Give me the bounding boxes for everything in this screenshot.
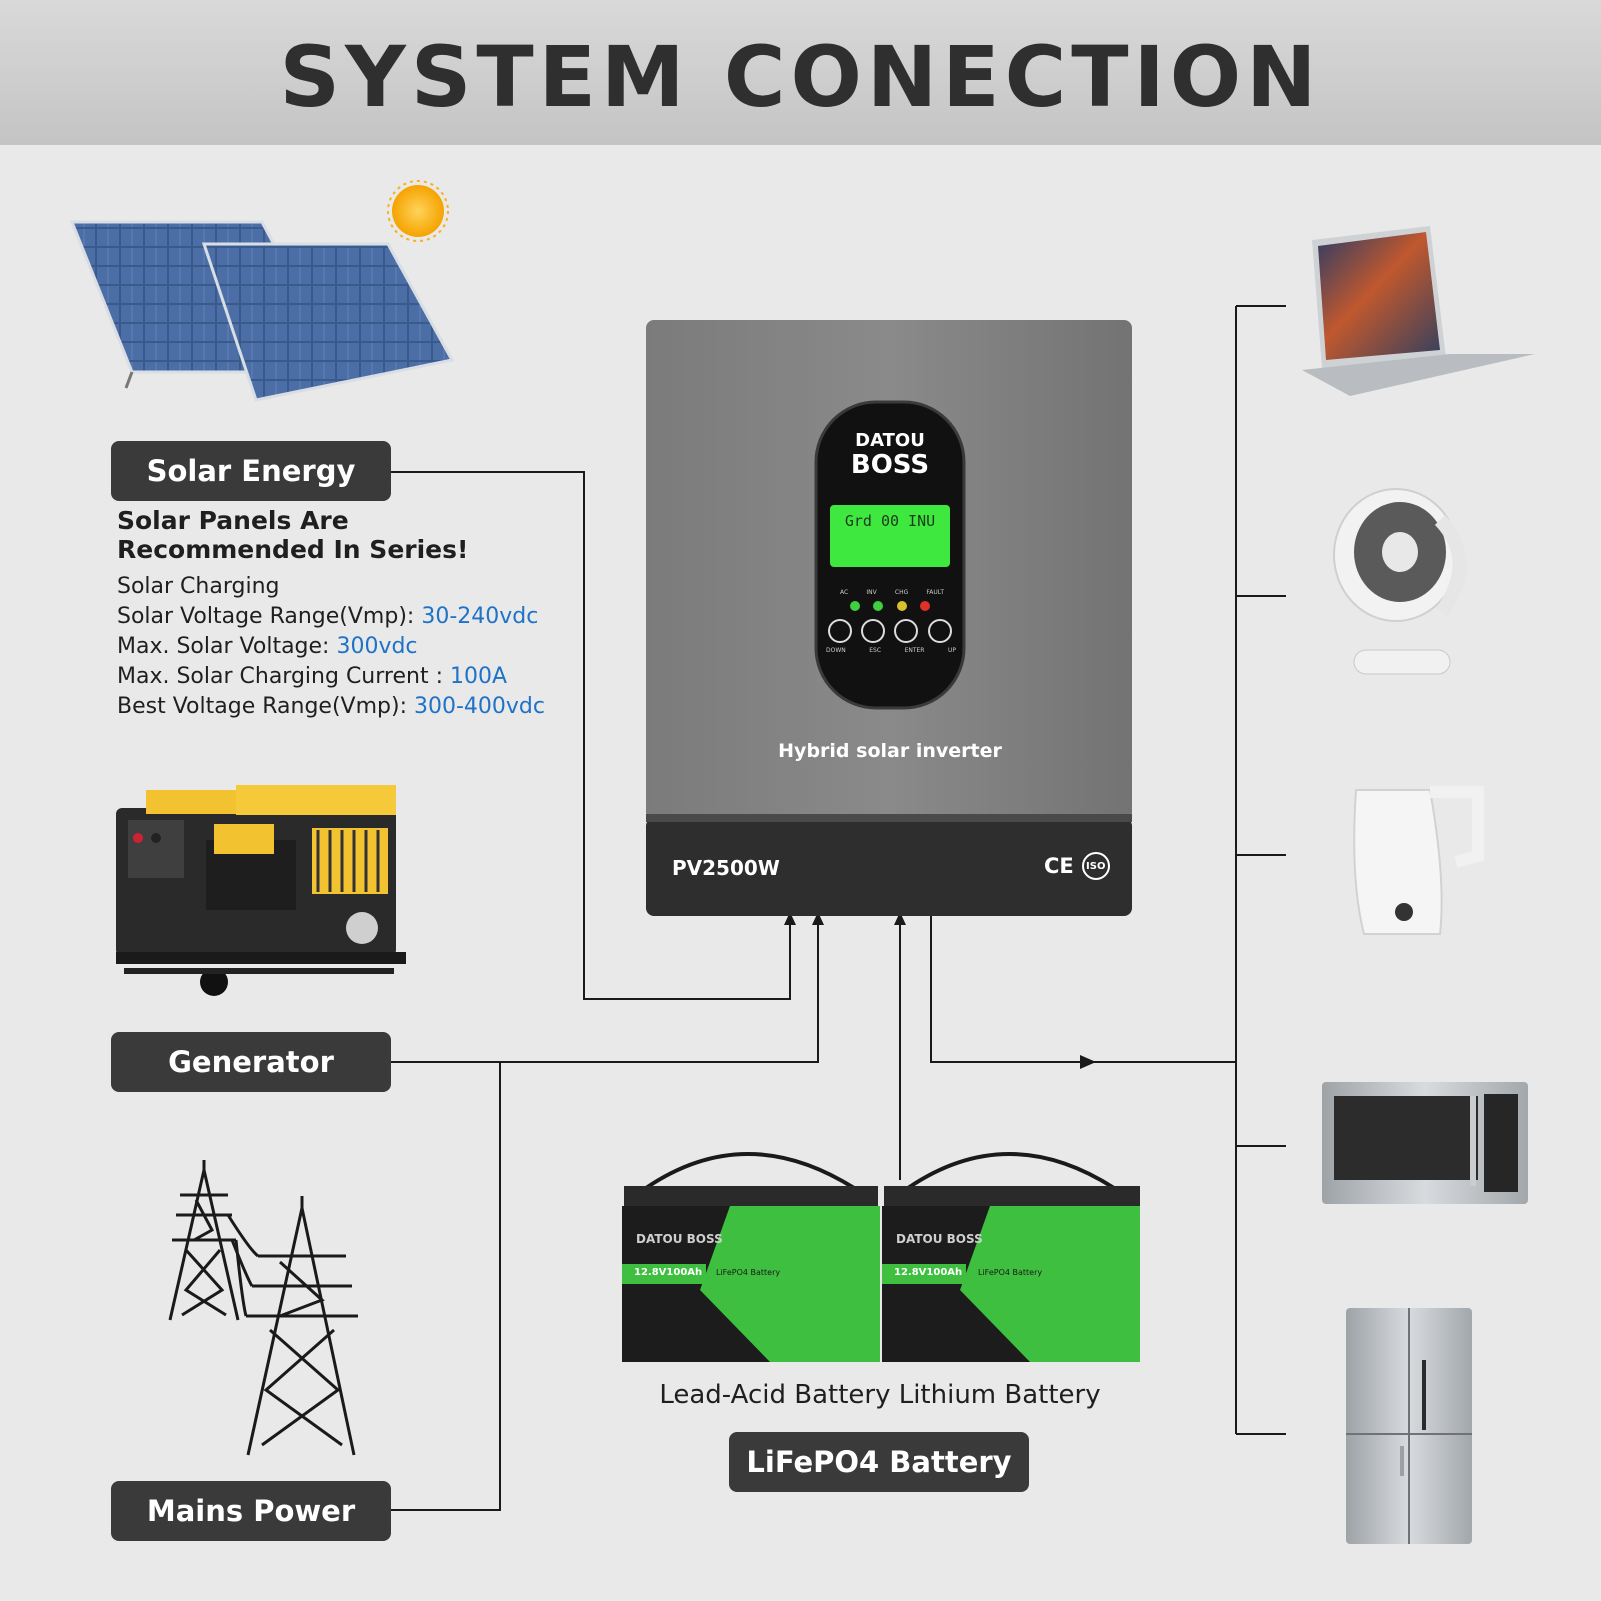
wire-arrows bbox=[784, 912, 1096, 1069]
battery-type: LiFePO4 Battery bbox=[716, 1268, 781, 1277]
button-enter-label: ENTER bbox=[904, 647, 925, 654]
spec-label: Max. Solar Voltage: bbox=[117, 634, 337, 659]
status-leds bbox=[850, 601, 930, 611]
refrigerator-icon bbox=[1346, 1308, 1472, 1544]
button-down-label: DOWN bbox=[826, 647, 846, 654]
fan-icon bbox=[1333, 488, 1467, 675]
generator-wire bbox=[391, 920, 819, 1063]
mains-wire bbox=[391, 1062, 501, 1511]
spec-line: Max. Solar Charging Current : 100A bbox=[117, 662, 547, 692]
button-up-label: UP bbox=[947, 647, 956, 654]
battery-caption: Lead-Acid Battery Lithium Battery bbox=[659, 1380, 1101, 1410]
brand-line2: BOSS bbox=[850, 450, 930, 480]
button-labels: DOWN ESC ENTER UP bbox=[826, 647, 956, 654]
spec-label: Best Voltage Range(Vmp): bbox=[117, 694, 414, 719]
connection-lines bbox=[391, 305, 1286, 1511]
control-buttons bbox=[828, 619, 952, 643]
inverter-device bbox=[646, 320, 1132, 916]
certifications: CE ISO bbox=[1044, 852, 1110, 880]
page-title: SYSTEM CONECTION bbox=[279, 28, 1322, 126]
kettle-icon bbox=[1353, 786, 1484, 935]
lifepo4-battery-label: LiFePO4 Battery bbox=[729, 1432, 1029, 1492]
spec-label: Solar Voltage Range(Vmp): bbox=[117, 604, 422, 629]
mains-power-label: Mains Power bbox=[111, 1481, 391, 1541]
ce-mark: CE bbox=[1044, 854, 1074, 878]
generator-label: Generator bbox=[111, 1032, 391, 1092]
header-banner: SYSTEM CONECTION bbox=[0, 0, 1601, 145]
brand-line1: DATOU bbox=[855, 430, 925, 451]
solar-panel-icon bbox=[201, 242, 455, 402]
spec-value: 30-240vdc bbox=[421, 604, 539, 629]
spec-line: Solar Voltage Range(Vmp): 30-240vdc bbox=[117, 602, 547, 632]
arrow-up-icon bbox=[784, 912, 796, 925]
spec-line: Solar Charging bbox=[117, 572, 547, 602]
output-wire bbox=[930, 915, 1236, 1063]
solar-wire bbox=[391, 471, 791, 1000]
battery-rating: 12.8V100Ah bbox=[634, 1267, 703, 1278]
arrow-right-icon bbox=[1080, 1055, 1096, 1069]
inverter-model: PV2500W bbox=[672, 856, 780, 880]
spec-value: 300vdc bbox=[336, 634, 418, 659]
microwave-icon bbox=[1322, 1082, 1528, 1204]
battery-icon bbox=[622, 1152, 880, 1362]
arrow-up-icon bbox=[812, 912, 824, 925]
led-label: CHG bbox=[894, 589, 909, 596]
spec-label: Max. Solar Charging Current : bbox=[117, 664, 450, 689]
power-pylon-icon bbox=[168, 1160, 240, 1321]
spec-value: 300-400vdc bbox=[413, 694, 545, 719]
solar-specs: Solar Panels Are Recommended In Series! … bbox=[117, 506, 547, 722]
battery-rating: 12.8V100Ah bbox=[894, 1267, 963, 1278]
inverter-brand: DATOU BOSS bbox=[816, 430, 964, 478]
battery-icon bbox=[882, 1152, 1140, 1362]
spec-value: 100A bbox=[449, 664, 508, 689]
battery-brand: DATOU BOSS bbox=[636, 1232, 723, 1246]
iso-mark: ISO bbox=[1081, 852, 1110, 880]
power-pylon-icon bbox=[226, 1196, 358, 1456]
led-label: FAULT bbox=[926, 589, 944, 596]
spec-label: Solar Charging bbox=[117, 574, 280, 599]
arrow-up-icon bbox=[894, 912, 906, 925]
lcd-display: Grd 00 INU bbox=[844, 512, 936, 530]
button-esc-label: ESC bbox=[869, 647, 882, 654]
spec-line: Best Voltage Range(Vmp): 300-400vdc bbox=[117, 692, 547, 722]
generator-icon bbox=[116, 785, 406, 996]
inverter-subtitle: Hybrid solar inverter bbox=[778, 740, 1002, 762]
solar-energy-label: Solar Energy bbox=[111, 441, 391, 501]
battery-brand: DATOU BOSS bbox=[896, 1232, 983, 1246]
spec-line: Max. Solar Voltage: 300vdc bbox=[117, 632, 547, 662]
solar-headline: Solar Panels Are Recommended In Series! bbox=[117, 506, 469, 564]
led-labels: AC INV CHG FAULT bbox=[840, 589, 944, 596]
battery-type: LiFePO4 Battery bbox=[978, 1268, 1043, 1277]
sun-icon bbox=[387, 180, 449, 242]
led-label: AC bbox=[840, 589, 849, 596]
led-label: INV bbox=[866, 589, 877, 596]
laptop-icon bbox=[1302, 226, 1535, 396]
